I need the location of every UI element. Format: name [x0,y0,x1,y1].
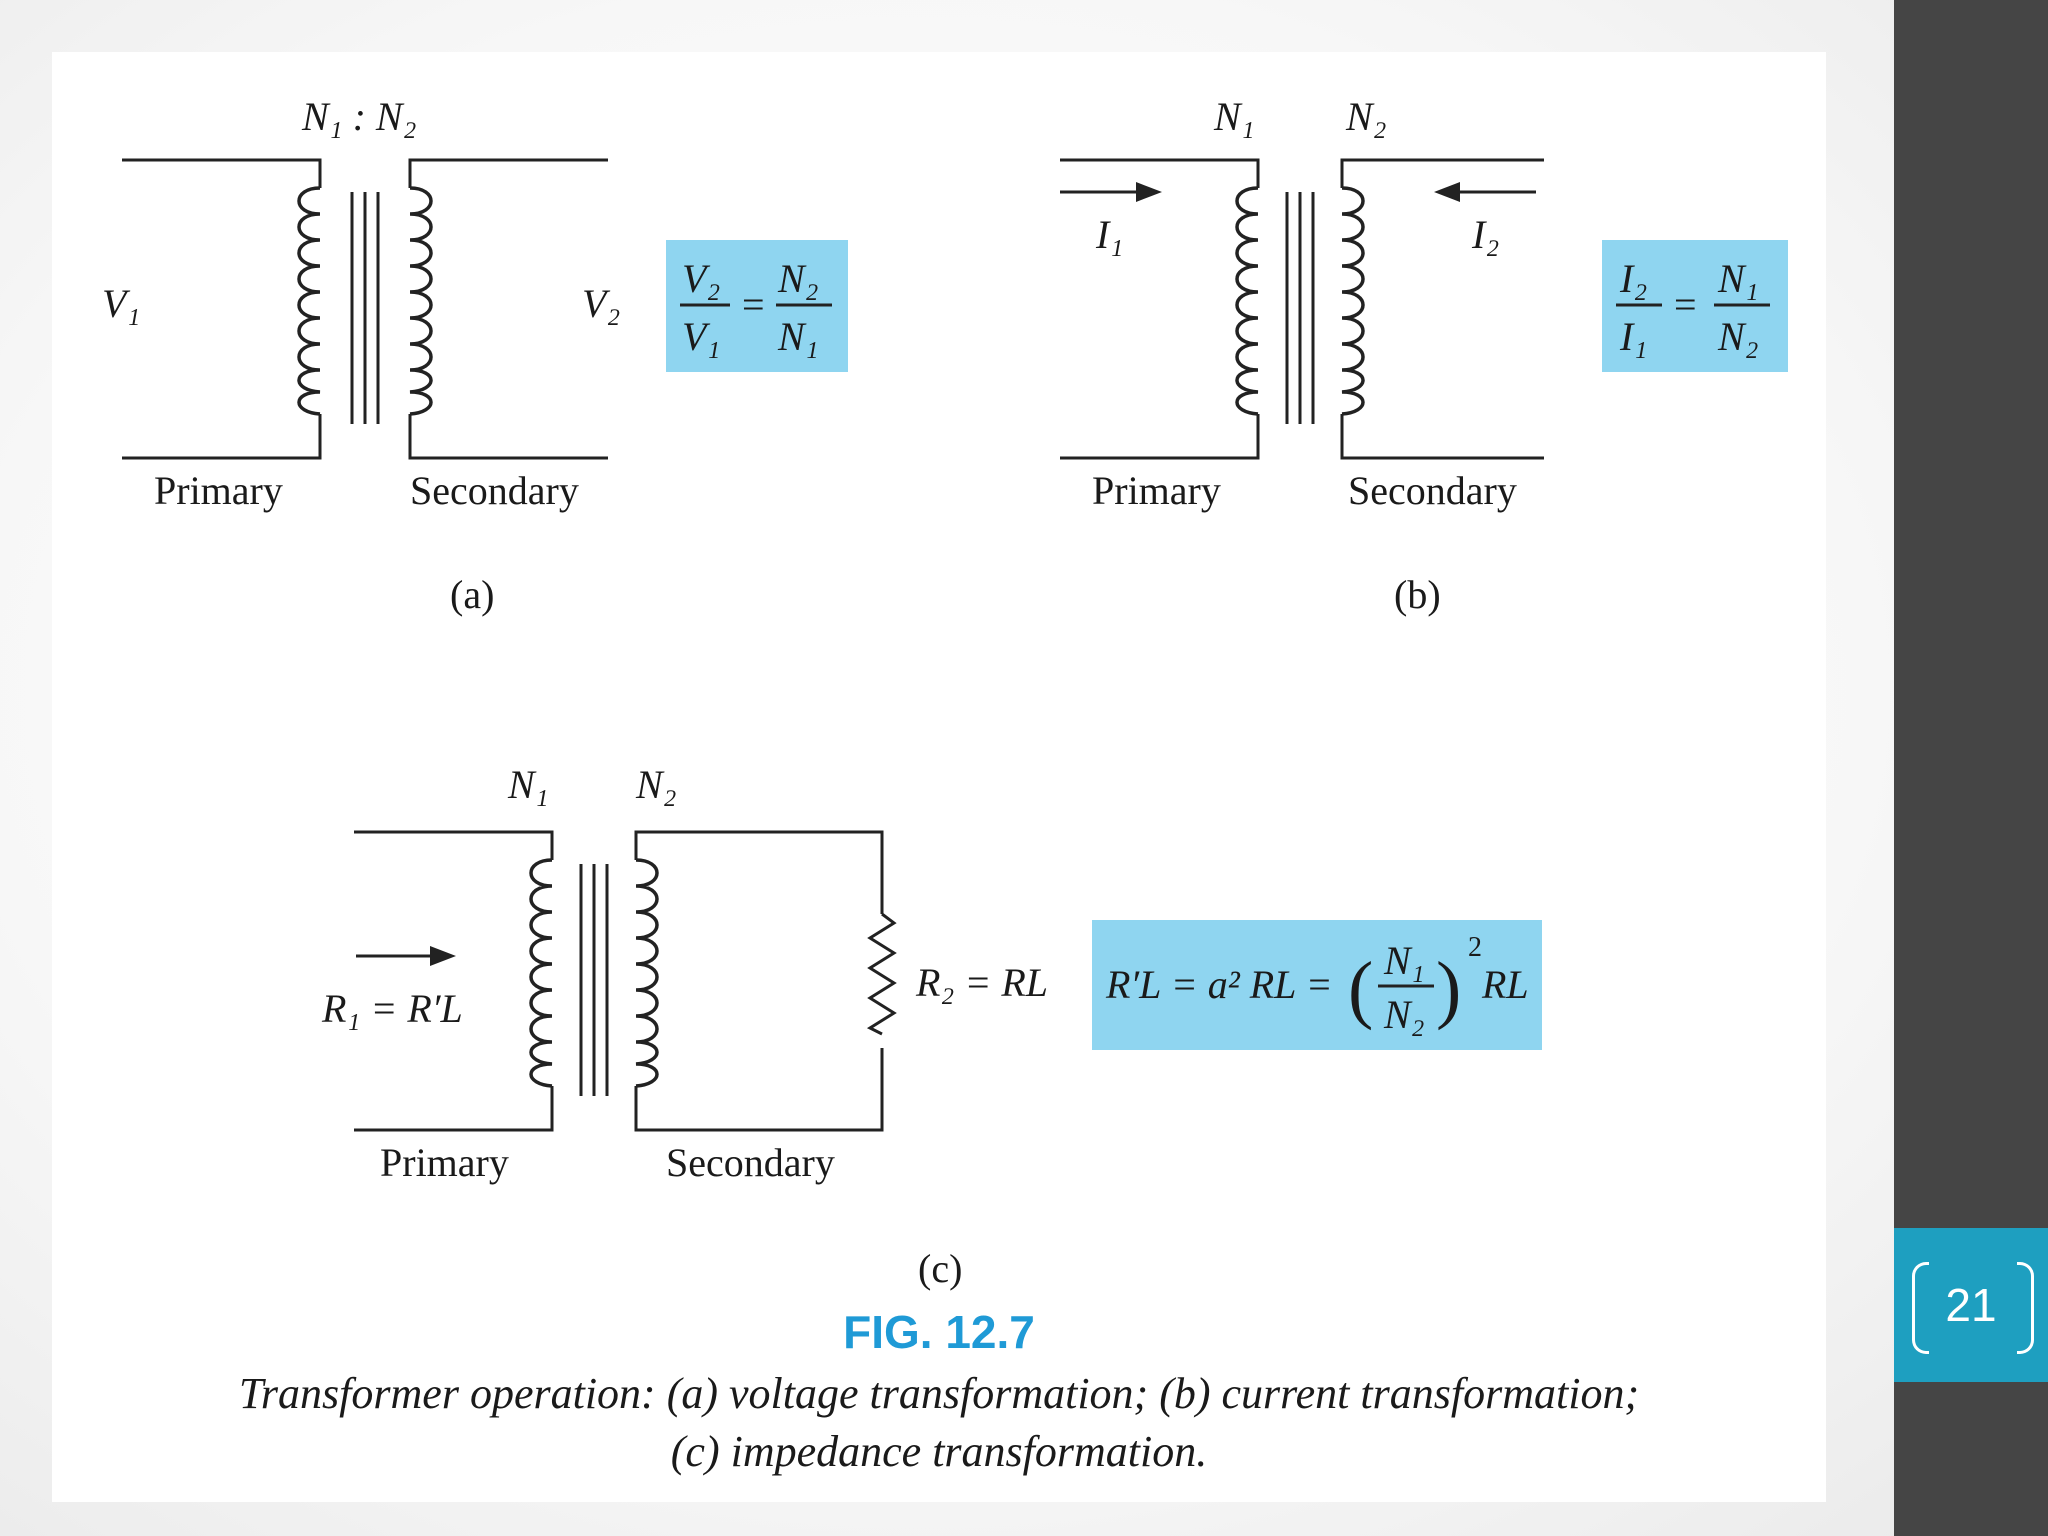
primary-top-wire [354,830,554,860]
eq-exponent: 2 [1468,932,1482,963]
input-arrow-icon [356,946,456,966]
secondary-bottom-wire [1340,414,1544,460]
eq-left: R′L = a² RL = [1105,962,1333,1007]
figure-number: FIG. 12.7 [843,1306,1035,1358]
eq-numerator: I₂ [1619,256,1647,301]
page-number: 21 [1945,1279,1997,1331]
primary-bottom-wire [354,1086,554,1132]
eq-numerator: V₂ [682,256,720,301]
secondary-coil [635,858,659,1088]
load-resistor-icon [866,912,897,1036]
secondary-top-wire [1340,158,1544,188]
page-number-badge: 21 [1894,1228,2048,1382]
i2-label: I₂ [1471,212,1499,257]
eq-frac-denominator: N₂ [1383,992,1425,1037]
open-paren: ( [1348,947,1373,1031]
secondary-label: Secondary [1348,468,1517,513]
eq-denominator: V₁ [682,314,720,359]
primary-coil [1235,186,1259,416]
n2-label: N₂ [1345,94,1387,139]
n2-label: N₂ [635,762,677,807]
v2-label: V₂ [582,281,620,326]
turns-ratio-label: N₁ : N₂ [301,94,417,139]
eq-sign: = [1674,282,1697,327]
eq-sign: = [742,282,765,327]
panel-tag: (a) [450,572,494,617]
primary-coil [297,186,321,416]
v1-label: V₁ [102,281,140,326]
panel-c: N₁ N₂ R₁ = R′L R₂ = RL Primary Secondary… [321,762,1542,1291]
secondary-top-wire [408,158,608,188]
equation-box [1092,920,1542,1050]
n1-label: N₁ [507,762,549,807]
panel-tag: (b) [1394,572,1441,617]
primary-bottom-wire [122,414,322,460]
impedance-equation: R′L = a² RL = ( N₁ N₂ ) 2 RL [1092,920,1542,1050]
primary-label: Primary [154,468,283,513]
eq-denominator: N₁ [777,314,819,359]
panel-tag: (c) [918,1246,962,1291]
secondary-coil [1341,186,1365,416]
caption-line-1: Transformer operation: (a) voltage trans… [239,1369,1639,1418]
caption-line-2: (c) impedance transformation. [671,1427,1207,1476]
current-ratio-equation: I₂ I₁ = N₁ N₂ [1602,240,1788,372]
secondary-top-wire [634,830,884,914]
eq-denominator: I₁ [1619,314,1647,359]
voltage-ratio-equation: V₂ V₁ = N₂ N₁ [666,240,848,372]
eq-numerator: N₁ [1717,256,1759,301]
secondary-label: Secondary [410,468,579,513]
panel-b: N₁ N₂ I₁ I₂ Primary Secondary (b) I₂ I₁ … [1060,94,1788,617]
i1-arrow-icon [1060,182,1162,202]
panel-a: N₁ : N₂ V₁ V₂ Primary Secondary (a) V₂ V… [102,94,848,617]
secondary-bottom-wire [634,1048,884,1132]
close-paren: ) [1436,947,1461,1031]
secondary-bottom-wire [408,414,608,460]
transformer-figure: N₁ : N₂ V₁ V₂ Primary Secondary (a) V₂ V… [52,52,1826,1502]
secondary-coil [409,186,433,416]
eq-frac-numerator: N₁ [1383,938,1425,983]
eq-right: RL [1481,962,1529,1007]
i2-arrow-icon [1434,182,1536,202]
right-bracket-icon [2017,1262,2034,1354]
eq-numerator: N₂ [777,256,819,301]
n1-label: N₁ [1213,94,1255,139]
eq-denominator: N₂ [1717,314,1759,359]
r2-label: R₂ = RL [915,960,1048,1005]
secondary-label: Secondary [666,1140,835,1185]
i1-label: I₁ [1095,212,1123,257]
primary-top-wire [122,158,322,188]
left-bracket-icon [1912,1262,1929,1354]
r1-label: R₁ = R′L [321,986,463,1031]
primary-coil [529,858,553,1088]
primary-label: Primary [380,1140,509,1185]
primary-bottom-wire [1060,414,1260,460]
primary-top-wire [1060,158,1260,188]
figure-canvas: N₁ : N₂ V₁ V₂ Primary Secondary (a) V₂ V… [102,94,1788,1476]
primary-label: Primary [1092,468,1221,513]
